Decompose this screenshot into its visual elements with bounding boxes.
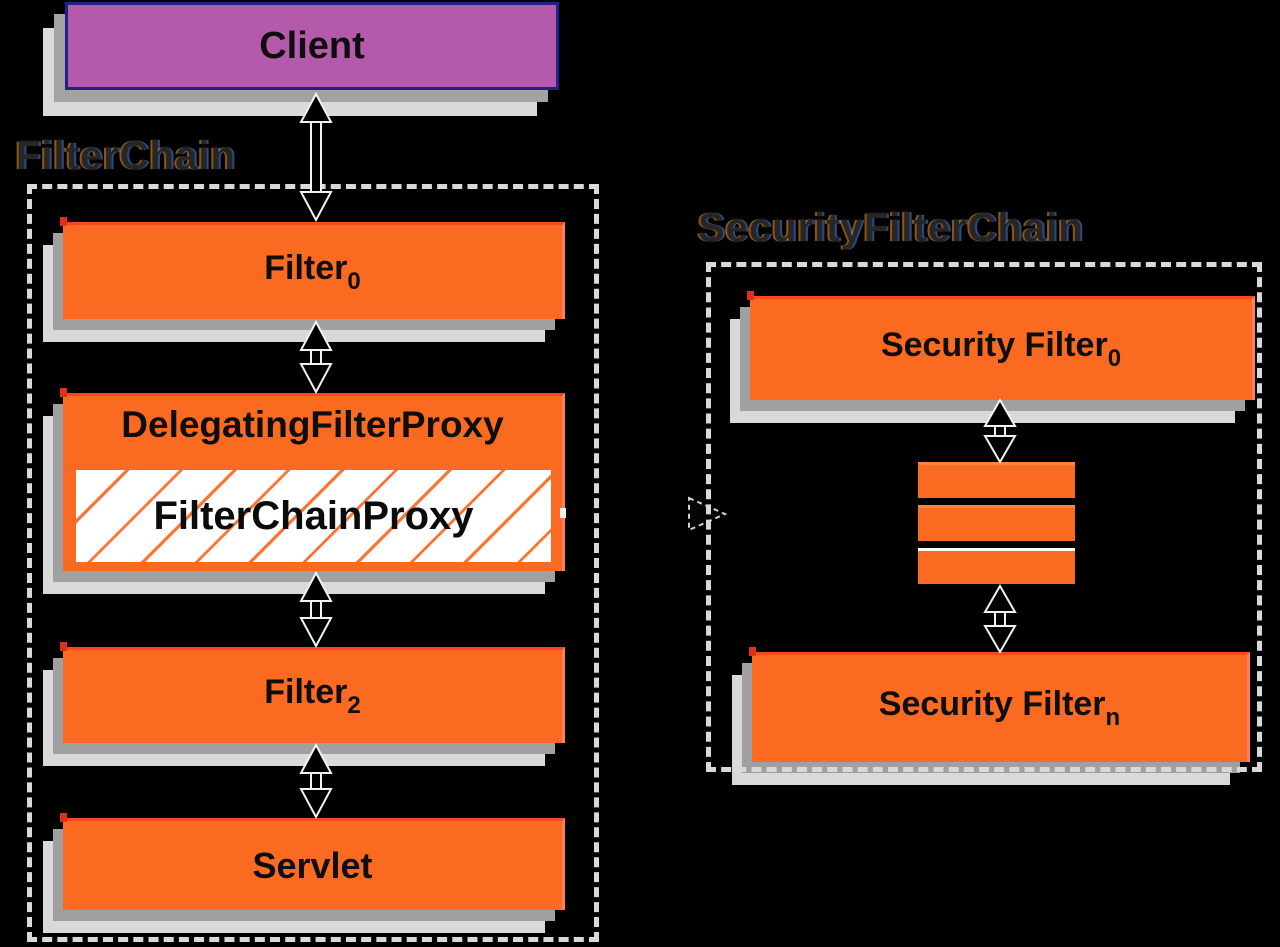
securityfilterchain-group-label: SecurityFilterChain: [698, 206, 1084, 250]
security-filter-0-label: Security Filter0: [881, 326, 1121, 373]
security-filter-n-label: Security Filtern: [879, 685, 1120, 732]
label-text: Filter: [264, 673, 348, 711]
more-filters-bar-3: [918, 548, 1075, 584]
filterchain-group-border: [27, 184, 599, 942]
more-filters-bar-2: [918, 505, 1075, 541]
securityfilterchain-group-border: [706, 262, 1262, 772]
arrow-securityfilter0-bars-icon: [983, 397, 1017, 465]
filter2-node: Filter2: [60, 642, 565, 743]
arrow-delegatingfilterproxy-filter2-icon: [299, 570, 333, 649]
security-filter-0-node: Security Filter0: [747, 291, 1255, 400]
filter-chain-proxy-node: FilterChainProxy: [76, 470, 551, 562]
servlet-node: Servlet: [60, 813, 565, 910]
delegating-filter-proxy-node: DelegatingFilterProxy FilterChainProxy: [60, 388, 565, 571]
label-text: Security Filter: [878, 685, 1106, 723]
filter-chain-proxy-label: FilterChainProxy: [153, 493, 474, 538]
servlet-label: Servlet: [252, 844, 373, 886]
label-text: Filter: [264, 248, 348, 287]
label-subscript: 0: [1107, 345, 1122, 372]
filter0-label: Filter0: [264, 249, 360, 296]
arrow-filter0-delegatingfilterproxy-icon: [299, 319, 333, 395]
arrow-client-filter0-icon: [299, 91, 333, 223]
filter0-node: Filter0: [60, 217, 565, 319]
client-label: Client: [259, 24, 365, 67]
filter2-label: Filter2: [264, 673, 360, 720]
label-subscript: 0: [347, 267, 361, 295]
more-filters-bar-1: [918, 462, 1075, 498]
label-subscript: n: [1105, 704, 1121, 731]
security-filter-n-node: Security Filtern: [749, 647, 1250, 762]
delegation-arrow-stub: [560, 508, 566, 518]
filterchain-group-label: FilterChain: [16, 134, 236, 178]
arrow-filter2-servlet-icon: [299, 742, 333, 820]
label-subscript: 2: [347, 692, 361, 719]
client-node: Client: [65, 2, 559, 90]
label-text: Security Filter: [880, 326, 1108, 364]
arrow-bars-securityfiltern-icon: [983, 583, 1017, 655]
delegating-filter-proxy-label: DelegatingFilterProxy: [121, 404, 504, 445]
